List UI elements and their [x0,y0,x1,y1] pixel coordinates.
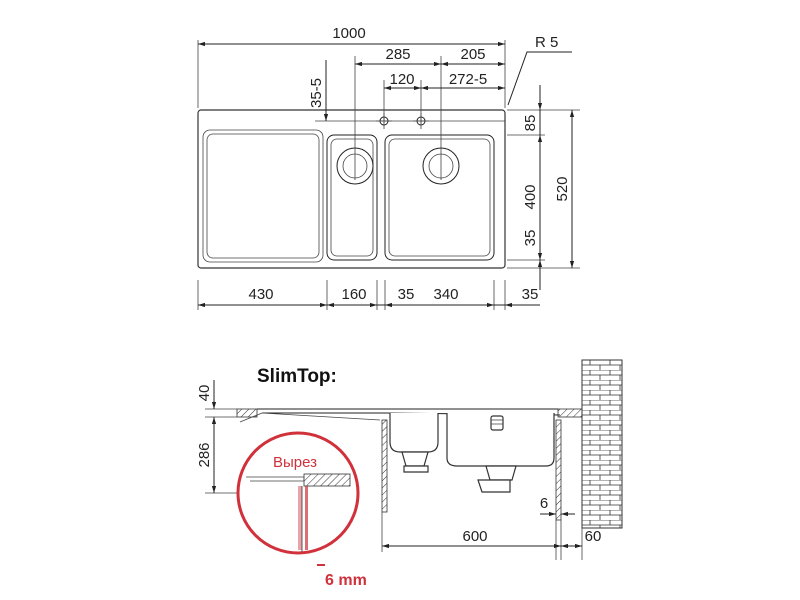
slimtop-title: SlimTop: [257,366,337,387]
dim-35-mid: 35 [398,286,415,303]
dim-400: 400 [522,184,539,209]
section-small-bowl [389,413,439,453]
dim-6: 6 [540,495,548,512]
cabinet-side-left [381,419,388,513]
dim-60: 60 [585,528,602,545]
dim-340: 340 [433,286,458,303]
sink-outline [197,109,506,269]
dim-85: 85 [522,115,539,132]
dim-286: 286 [196,442,213,467]
cabinet-side-right [555,419,562,521]
dim-35-right: 35 [522,230,539,247]
small-bowl [326,134,378,261]
dim-35-5: 35-5 [308,78,325,108]
countertop-left [236,408,258,418]
dim-overall-width: 1000 [332,25,365,42]
cutout-label: Вырез [273,454,317,471]
countertop-right [557,408,583,418]
dim-35-end: 35 [522,286,539,303]
dim-radius: R 5 [535,34,558,51]
brick-wall [581,359,623,529]
overflow [490,415,504,431]
top-view: 1000 285 205 120 272-5 R 5 35-5 85 400 3… [197,25,580,310]
dim-205: 205 [460,46,485,63]
dim-40: 40 [196,385,213,402]
dim-120: 120 [389,71,414,88]
dim-160: 160 [341,286,366,303]
dim-285: 285 [385,46,410,63]
drainer-area [202,129,324,263]
large-bowl [384,134,495,261]
dim-272-5: 272-5 [449,71,487,88]
dim-600: 600 [462,528,487,545]
section-view: SlimTop: 40 286 6 [196,359,623,589]
dim-520: 520 [554,176,571,201]
dim-430: 430 [248,286,273,303]
gap-label: 6 mm [325,572,367,589]
